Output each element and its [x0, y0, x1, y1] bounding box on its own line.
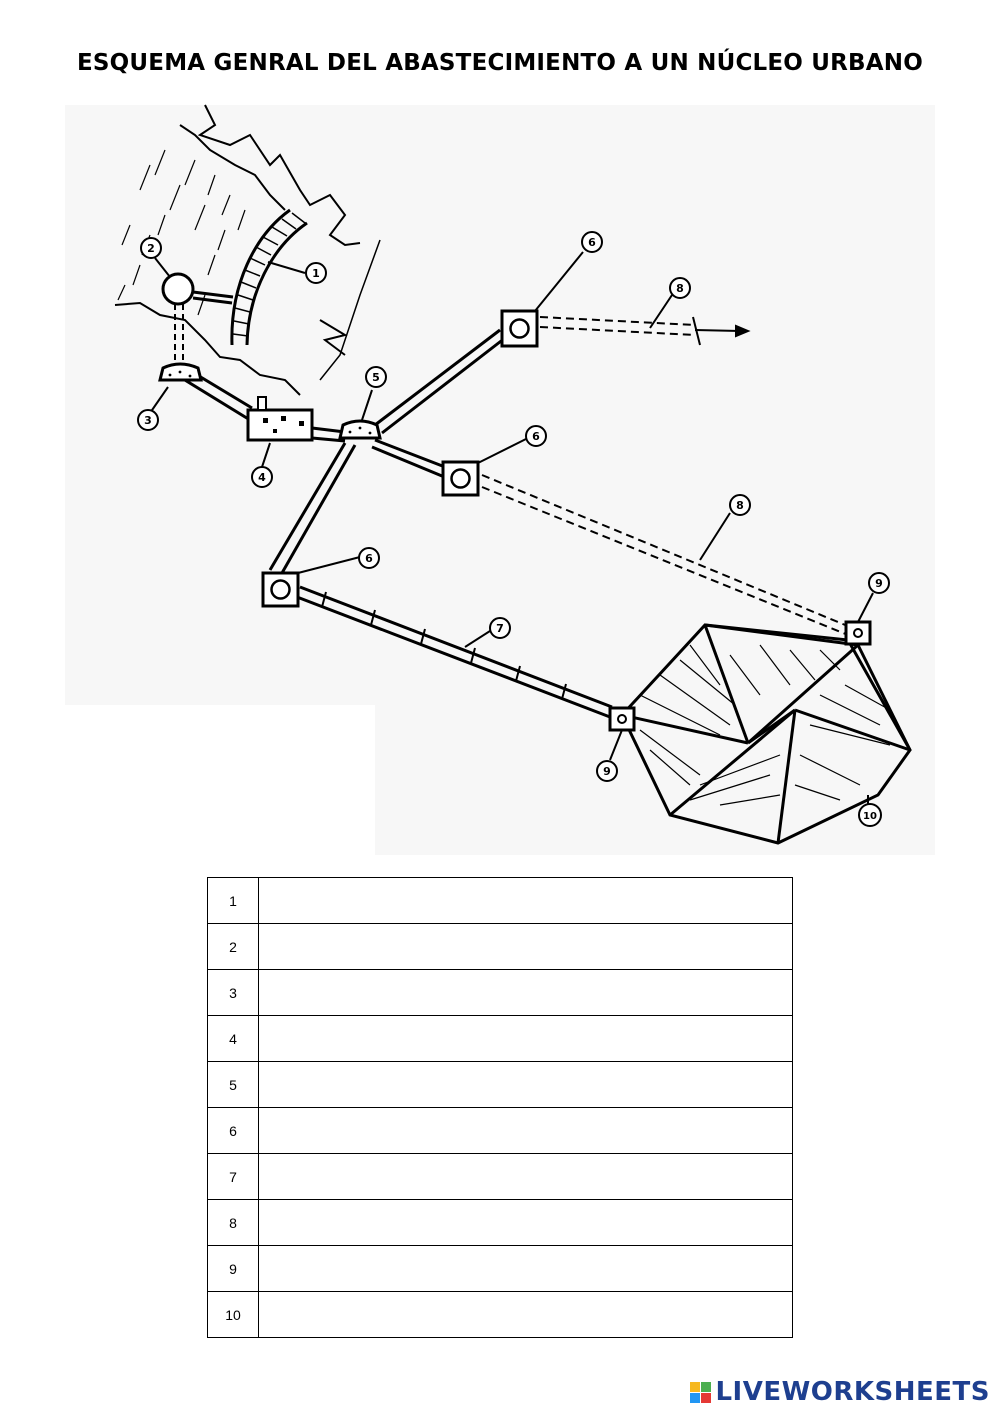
- water-supply-diagram: 1 2 3 4 5 6 6 6 7 8 8 9 9 10: [65, 104, 935, 855]
- svg-text:3: 3: [144, 414, 152, 427]
- label-8-lower: 8: [729, 494, 751, 516]
- distribution-pipes-dashed: [481, 316, 851, 636]
- row-number: 8: [207, 1199, 259, 1246]
- row-number: 2: [207, 923, 259, 970]
- svg-text:6: 6: [588, 236, 596, 249]
- label-6-middle: 6: [525, 425, 547, 447]
- table-row: 3: [207, 969, 793, 1016]
- table-row: 8: [207, 1199, 793, 1246]
- storage-tank-top: [500, 309, 539, 348]
- svg-text:4: 4: [258, 471, 266, 484]
- table-row: 10: [207, 1291, 793, 1338]
- reservoir-terrain: [114, 104, 381, 396]
- leader-lines: [149, 251, 874, 805]
- pumping-house: [158, 362, 203, 382]
- answer-field[interactable]: [258, 1107, 793, 1154]
- svg-text:5: 5: [372, 371, 380, 384]
- label-10: 10: [858, 803, 882, 827]
- svg-text:8: 8: [736, 499, 744, 512]
- table-row: 5: [207, 1061, 793, 1108]
- main-pipes: [179, 328, 613, 719]
- storage-tank-lower: [261, 571, 300, 608]
- scan-background-lower: [375, 695, 935, 855]
- table-row: 2: [207, 923, 793, 970]
- svg-text:6: 6: [365, 552, 373, 565]
- answer-field[interactable]: [258, 969, 793, 1016]
- table-row: 4: [207, 1015, 793, 1062]
- svg-text:9: 9: [603, 765, 611, 778]
- answer-field[interactable]: [258, 1199, 793, 1246]
- svg-text:1: 1: [312, 267, 320, 280]
- liveworksheets-logo: LIVEWORKSHEETS: [690, 1377, 990, 1407]
- row-number: 5: [207, 1061, 259, 1108]
- outflow-arrow: [692, 316, 751, 346]
- conduit-marks: [321, 591, 567, 700]
- distribution-chamber: [338, 419, 382, 440]
- treatment-plant: [246, 396, 314, 442]
- label-8-top: 8: [669, 277, 691, 299]
- svg-text:10: 10: [863, 811, 877, 822]
- row-number: 4: [207, 1015, 259, 1062]
- answer-field[interactable]: [258, 1015, 793, 1062]
- svg-text:7: 7: [496, 622, 504, 635]
- svg-text:6: 6: [532, 430, 540, 443]
- intake-tower: [161, 272, 234, 365]
- answer-field[interactable]: [258, 923, 793, 970]
- answer-field[interactable]: [258, 1291, 793, 1338]
- row-number: 10: [207, 1291, 259, 1338]
- table-row: 1: [207, 877, 793, 924]
- dam: [230, 208, 308, 346]
- label-6-top: 6: [581, 231, 603, 253]
- answer-field[interactable]: [258, 1245, 793, 1292]
- small-tank-left: [608, 706, 636, 732]
- svg-text:9: 9: [875, 577, 883, 590]
- answer-field[interactable]: [258, 877, 793, 924]
- label-4: 4: [251, 466, 273, 488]
- label-2: 2: [140, 237, 162, 259]
- label-7: 7: [489, 617, 511, 639]
- label-6-lower: 6: [358, 547, 380, 569]
- row-number: 3: [207, 969, 259, 1016]
- row-number: 6: [207, 1107, 259, 1154]
- table-row: 7: [207, 1153, 793, 1200]
- page-title: ESQUEMA GENRAL DEL ABASTECIMIENTO A UN N…: [77, 50, 923, 76]
- table-row: 6: [207, 1107, 793, 1154]
- row-number: 1: [207, 877, 259, 924]
- small-tank-right: [844, 620, 872, 646]
- row-number: 7: [207, 1153, 259, 1200]
- label-3: 3: [137, 409, 159, 431]
- label-9-left: 9: [596, 760, 618, 782]
- label-1: 1: [305, 262, 327, 284]
- label-5: 5: [365, 366, 387, 388]
- answer-field[interactable]: [258, 1061, 793, 1108]
- distribution-network: [620, 623, 912, 845]
- label-9-right: 9: [868, 572, 890, 594]
- table-row: 9: [207, 1245, 793, 1292]
- scan-background: [65, 105, 935, 705]
- svg-text:2: 2: [147, 242, 155, 255]
- diagram-labels: 1 2 3 4 5 6 6 6 7 8 8 9 9 10: [137, 231, 890, 827]
- liveworksheets-brand-text: LIVEWORKSHEETS: [715, 1377, 990, 1407]
- liveworksheets-logo-icon: [690, 1381, 712, 1403]
- row-number: 9: [207, 1245, 259, 1292]
- network-hatching: [639, 644, 891, 806]
- answer-field[interactable]: [258, 1153, 793, 1200]
- storage-tank-middle: [441, 460, 480, 497]
- svg-text:8: 8: [676, 282, 684, 295]
